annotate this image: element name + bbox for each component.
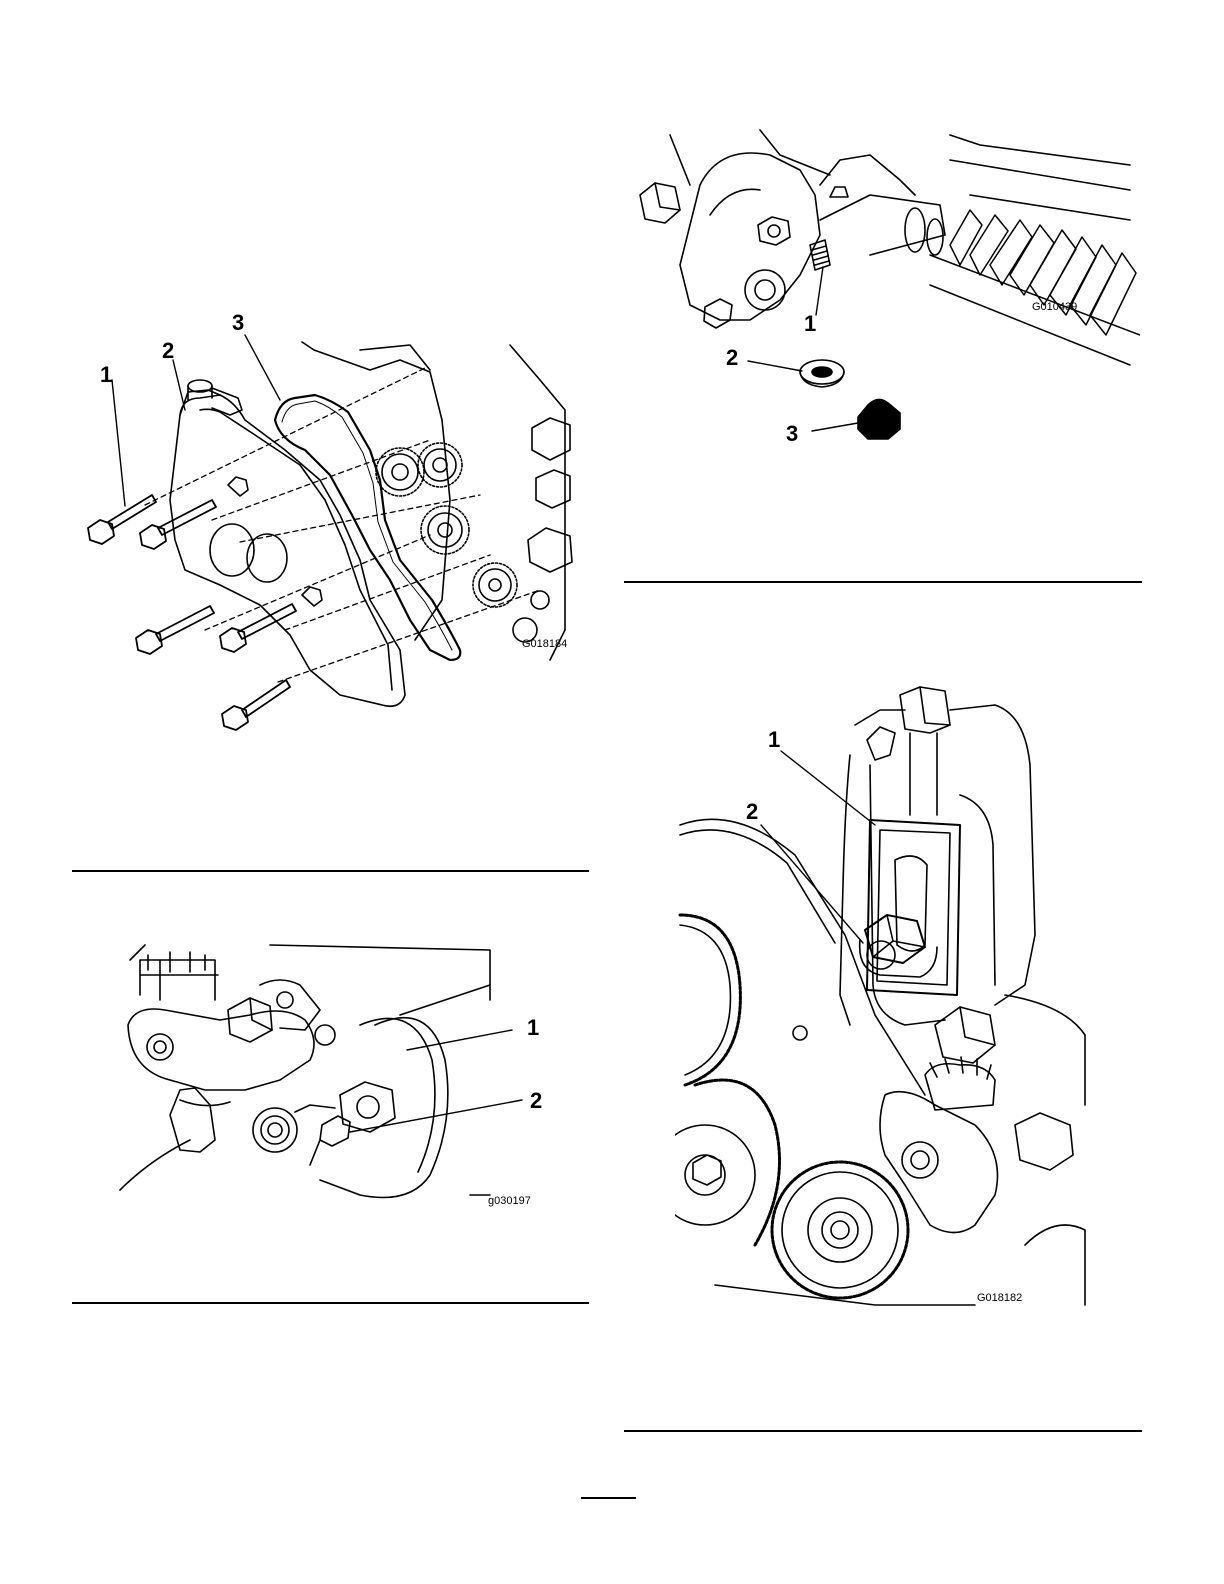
figure-g030197: 1 2 g030197	[110, 940, 580, 1220]
leader-line-2	[748, 361, 802, 371]
locknut	[858, 399, 900, 439]
callout-1: 1	[768, 729, 780, 751]
section-divider	[624, 1430, 1142, 1432]
leader-line-3	[812, 423, 858, 431]
leader-line-1	[816, 267, 823, 315]
figure-id: G018182	[977, 1292, 1022, 1304]
figure-id: G010439	[1032, 301, 1077, 313]
figure-id: G018184	[522, 638, 567, 650]
bolt-set	[88, 495, 296, 730]
figure-g010439: 1 2 3 G010439	[630, 125, 1140, 455]
gasket-outline	[275, 395, 460, 660]
callout-1: 1	[100, 364, 112, 386]
section-divider	[624, 581, 1142, 583]
roller	[320, 1018, 448, 1198]
callout-2: 2	[162, 340, 174, 362]
leader-line-2	[761, 825, 863, 943]
section-divider	[72, 870, 589, 872]
callout-1: 1	[804, 313, 816, 335]
reel-blades	[930, 210, 1140, 365]
callout-3: 3	[786, 423, 798, 445]
figure-id: g030197	[488, 1195, 531, 1207]
leader-line-2	[350, 1100, 522, 1132]
figure-g018182: 1 2 G018182	[675, 685, 1095, 1325]
bracket-adjustment-illustration	[675, 685, 1095, 1325]
roller-mount-illustration	[110, 940, 580, 1220]
section-divider	[72, 1302, 589, 1304]
callout-3: 3	[232, 312, 244, 334]
washer	[800, 360, 844, 387]
callout-2: 2	[530, 1090, 542, 1112]
callout-2: 2	[746, 801, 758, 823]
leader-line-1	[781, 751, 875, 825]
leader-line-1	[112, 380, 125, 506]
page-number-rule	[581, 1497, 636, 1499]
leader-line-3	[245, 335, 280, 400]
figure-g018184: 1 2 3 G018184	[70, 300, 590, 760]
callout-2: 2	[726, 347, 738, 369]
leader-line-2	[173, 360, 185, 410]
callout-1: 1	[527, 1017, 539, 1039]
stud-washer-nut-illustration	[630, 125, 1140, 455]
threaded-stud	[810, 240, 830, 270]
gearbox-cover-illustration	[70, 300, 590, 760]
